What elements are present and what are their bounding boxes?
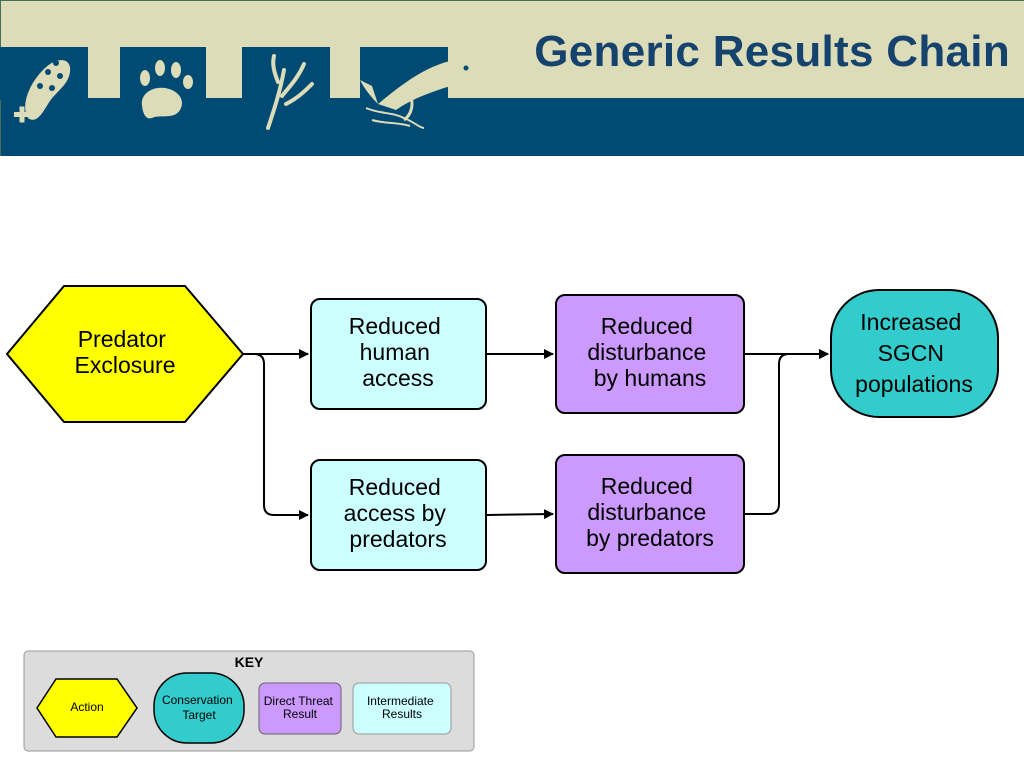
legend-intermediate-results: Intermediate Results	[352, 682, 452, 735]
node-reduced-disturbance-by-humans: Reduced disturbance by humans	[555, 294, 745, 414]
legend-conservation-target: Conservation Target	[153, 672, 245, 744]
plant-icon	[266, 54, 314, 130]
node-reduced-access-by-predators: Reduced access by predators	[310, 459, 487, 571]
svg-text:Conservation Target: Conservation Target	[162, 693, 236, 722]
svg-text:Reduced disturbance: Reduced disturbance by humans	[587, 313, 712, 391]
header-banner	[0, 0, 1024, 156]
action-hexagon	[5, 285, 245, 423]
connector-exclosure-to-predator-access	[243, 353, 309, 520]
svg-text:Reduced human acce: Reduced human access	[349, 313, 447, 391]
connectors	[243, 349, 829, 520]
legend-action: Action	[36, 678, 138, 738]
node-reduced-disturbance-by-predators: Reduced disturbance by predators	[555, 454, 745, 574]
legend-key: KEY Action Conservation Target Direct Th…	[23, 650, 475, 752]
svg-text:Intermediate Results: Intermediate Results	[367, 694, 437, 721]
connector-predator-access-to-disturbance-predators	[486, 509, 554, 520]
footprint-icon	[14, 60, 71, 123]
paw-print-icon	[140, 60, 193, 119]
connector-disturbance-predators-to-sgcn	[745, 349, 829, 515]
svg-text:Reduced disturbance: Reduced disturbance by predators	[586, 473, 714, 551]
fish-icon	[360, 60, 480, 129]
svg-text:Predator Exclosure: Predator Exclosure	[75, 326, 176, 378]
page-title: Generic Results Chain	[534, 27, 1010, 76]
svg-text:Reduced access by: Reduced access by predators	[344, 474, 453, 552]
legend-direct-threat-result: Direct Threat Result	[258, 682, 342, 735]
node-predator-exclosure: Predator Exclosure	[5, 285, 245, 423]
legend-title: KEY	[235, 654, 264, 670]
svg-text:Action: Action	[70, 700, 103, 714]
node-increased-sgcn-populations: Increased SGCN populations	[830, 289, 999, 418]
svg-text:Increased SGCN pop: Increased SGCN populations	[855, 309, 973, 397]
node-reduced-human-access: Reduced human access	[310, 298, 487, 410]
svg-text:Direct Threat Result: Direct Threat Result	[264, 694, 336, 721]
